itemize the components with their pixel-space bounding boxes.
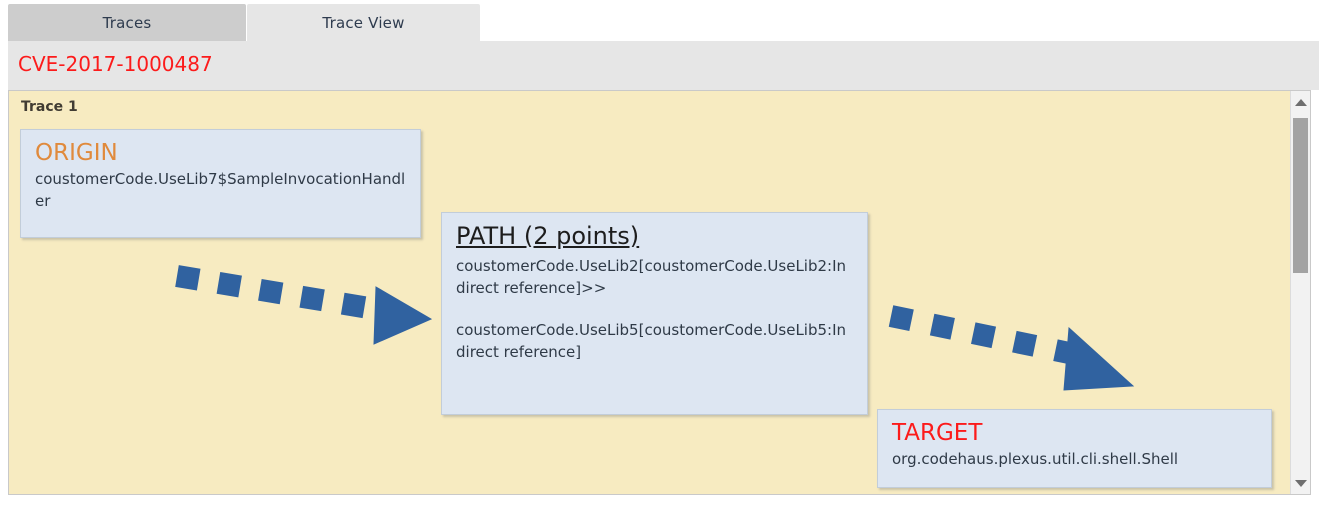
bottom-filler xyxy=(0,495,1319,505)
arrow-path-to-target xyxy=(888,305,1135,391)
scroll-down-button[interactable] xyxy=(1291,472,1310,494)
node-path-title: PATH (2 points) xyxy=(456,222,640,250)
arrow-origin-to-path xyxy=(175,265,433,345)
cve-id-label: CVE-2017-1000487 xyxy=(18,52,213,76)
node-origin-title: ORIGIN xyxy=(35,140,118,166)
tab-bar: Traces Trace View xyxy=(0,0,1319,42)
triangle-down-icon xyxy=(1294,479,1307,487)
tab-trace-view-label: Trace View xyxy=(322,13,405,32)
trace-index-label: Trace 1 xyxy=(21,99,78,115)
node-target-title: TARGET xyxy=(892,420,983,446)
node-target-body: org.codehaus.plexus.util.cli.shell.Shell xyxy=(892,450,1179,468)
triangle-up-icon xyxy=(1294,98,1307,106)
node-target[interactable]: TARGET org.codehaus.plexus.util.cli.shel… xyxy=(877,409,1272,488)
scroll-up-button[interactable] xyxy=(1291,91,1310,113)
cve-header-band: CVE-2017-1000487 xyxy=(0,41,1319,90)
tab-trace-view[interactable]: Trace View xyxy=(247,4,480,41)
diagram-frame: Trace 1 ORIGIN coustomerCode.UseLib7$Sam… xyxy=(8,90,1311,495)
node-path-entry: coustomerCode.UseLib5[coustomerCode.UseL… xyxy=(456,321,847,361)
vertical-scrollbar[interactable] xyxy=(1290,91,1310,494)
node-origin[interactable]: ORIGIN coustomerCode.UseLib7$SampleInvoc… xyxy=(20,129,421,238)
node-origin-body: coustomerCode.UseLib7$SampleInvocationHa… xyxy=(35,170,406,210)
tab-traces-label: Traces xyxy=(102,13,152,32)
tab-traces[interactable]: Traces xyxy=(8,4,246,41)
scrollbar-thumb[interactable] xyxy=(1293,118,1308,273)
node-path[interactable]: PATH (2 points) coustomerCode.UseLib2[co… xyxy=(441,212,868,415)
diagram-canvas: Trace 1 ORIGIN coustomerCode.UseLib7$Sam… xyxy=(9,91,1290,494)
node-path-entry: coustomerCode.UseLib2[coustomerCode.UseL… xyxy=(456,257,847,297)
